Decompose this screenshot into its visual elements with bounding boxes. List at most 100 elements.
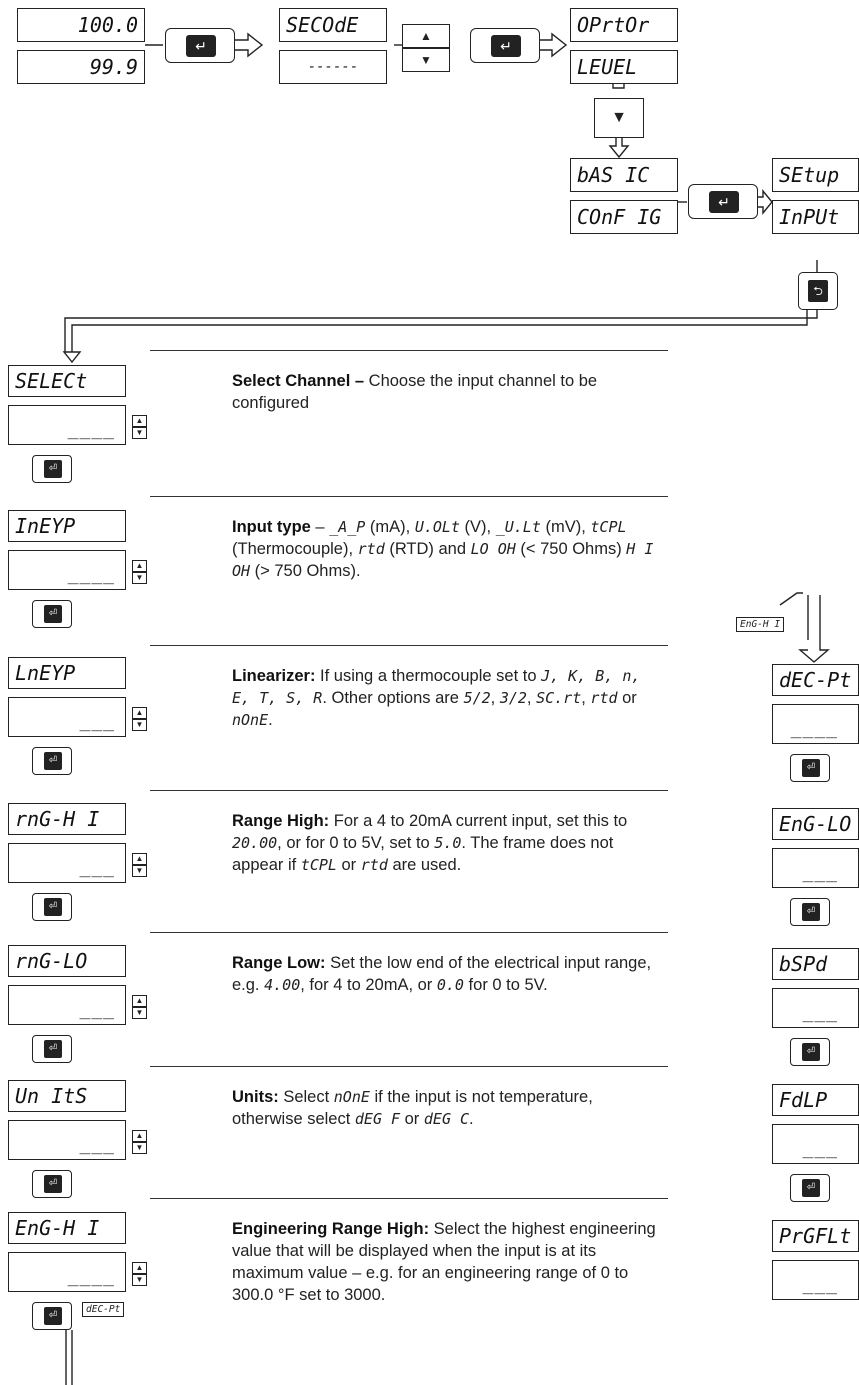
text: Select the highest engineering value tha…	[232, 1220, 656, 1304]
t: (mV),	[540, 518, 586, 536]
spin-up-button[interactable]: ▲	[132, 1262, 147, 1274]
value-dashes: ___	[802, 862, 838, 883]
down-button-2[interactable]: ▼	[594, 98, 644, 138]
spin-up-button[interactable]: ▲	[132, 1130, 147, 1142]
spin-down-button[interactable]: ▼	[132, 1274, 147, 1286]
advance-icon: ⏎	[44, 1040, 62, 1058]
advance-button[interactable]: ⏎	[32, 1170, 72, 1198]
title: Input type	[232, 518, 311, 536]
t: If using a thermocouple set to	[315, 667, 542, 685]
step-icon: ⮌	[808, 280, 828, 302]
spin-up-button[interactable]: ▲	[132, 995, 147, 1007]
code: _U.Lt	[495, 518, 541, 536]
desc-input-type: Input type – _A_P (mA), U.OLt (V), _U.Lt…	[232, 518, 654, 580]
desc-linearizer: Linearizer: If using a thermocouple set …	[232, 665, 662, 731]
title: Range Low:	[232, 954, 326, 972]
code: tCPL	[590, 518, 627, 536]
frame-code-display: LnEYP	[8, 657, 126, 689]
spin-down-button[interactable]: ▼	[132, 719, 147, 731]
advance-icon: ⏎	[44, 898, 62, 916]
enter-button-3[interactable]: ↵	[688, 184, 758, 219]
spin-down-button[interactable]: ▼	[132, 865, 147, 877]
code: SC.rt	[536, 689, 582, 707]
right-frame-value: ___	[772, 1260, 859, 1300]
frame-code-display: rnG-H I	[8, 803, 126, 835]
frame-value-display: ___	[8, 985, 126, 1025]
advance-icon: ⏎	[44, 605, 62, 623]
code: U.OLt	[414, 518, 460, 536]
frame-code-display: SELECt	[8, 365, 126, 397]
down-button[interactable]: ▼	[402, 48, 450, 72]
t: (V),	[459, 518, 496, 536]
t: (Thermocouple),	[232, 540, 358, 558]
t: .	[268, 711, 273, 729]
advance-button[interactable]: ⏎	[32, 1302, 72, 1330]
display-operator: OPrtOr	[570, 8, 678, 42]
t: . Other options are	[322, 689, 464, 707]
value-dashes: ____	[790, 718, 838, 739]
desc-units: Units: Select nOnE if the input is not t…	[232, 1086, 662, 1130]
title: Engineering Range High:	[232, 1220, 430, 1238]
value-dashes: ___	[79, 857, 115, 878]
t: ,	[526, 689, 537, 707]
right-frame-value: ___	[772, 848, 859, 888]
t: , or for 0 to 5V, set to	[277, 834, 435, 852]
code: rtd	[360, 856, 388, 874]
t: or	[336, 856, 361, 874]
spin-down-button[interactable]: ▼	[132, 1007, 147, 1019]
text: Choose the input channel to be configure…	[232, 372, 598, 412]
code: 5/2	[463, 689, 491, 707]
t: Select	[278, 1088, 334, 1106]
advance-button[interactable]: ⏎	[790, 898, 830, 926]
advance-icon: ⏎	[44, 752, 62, 770]
advance-button[interactable]: ⏎	[32, 455, 72, 483]
rule	[150, 350, 668, 351]
right-frame-code: dEC-Pt	[772, 664, 859, 696]
t: are used.	[387, 856, 462, 874]
advance-button[interactable]: ⏎	[32, 893, 72, 921]
spin-up-button[interactable]: ▲	[132, 707, 147, 719]
spin-down-button[interactable]: ▼	[132, 1142, 147, 1154]
enter-button-1[interactable]: ↵	[165, 28, 235, 63]
value-dashes: ___	[802, 1002, 838, 1023]
t: ,	[490, 689, 500, 707]
code: H I OH	[232, 540, 654, 580]
code: 3/2	[499, 689, 527, 707]
t: (RTD) and	[384, 540, 471, 558]
code: tCPL	[300, 856, 337, 874]
spin-up-button[interactable]: ▲	[132, 560, 147, 572]
advance-button[interactable]: ⏎	[790, 1174, 830, 1202]
advance-button[interactable]: ⏎	[32, 747, 72, 775]
step-button[interactable]: ⮌	[798, 272, 838, 310]
title: Units:	[232, 1088, 279, 1106]
up-button[interactable]: ▲	[402, 24, 450, 48]
advance-button[interactable]: ⏎	[32, 1035, 72, 1063]
code: dEG F	[354, 1110, 401, 1128]
frame-value-display: ____	[8, 550, 126, 590]
t: . The frame does not appear if	[232, 834, 614, 874]
advance-button[interactable]: ⏎	[32, 600, 72, 628]
code: 0.0	[436, 976, 464, 994]
t: For a 4 to 20mA current input, set this …	[329, 812, 628, 830]
value-dashes: ____	[67, 419, 115, 440]
advance-button[interactable]: ⏎	[790, 1038, 830, 1066]
frame-code-display: InEYP	[8, 510, 126, 542]
enter-button-2[interactable]: ↵	[470, 28, 540, 63]
code: 20.00	[232, 834, 278, 852]
desc-select-channel: Select Channel – Choose the input channe…	[232, 370, 662, 414]
display-config: COnF IG	[570, 200, 678, 234]
t: (< 750 Ohms)	[520, 540, 627, 558]
spin-down-button[interactable]: ▼	[132, 427, 147, 439]
spin-up-button[interactable]: ▲	[132, 415, 147, 427]
advance-button[interactable]: ⏎	[790, 754, 830, 782]
spin-up-button[interactable]: ▲	[132, 853, 147, 865]
rule	[150, 1198, 668, 1199]
link-dec-pt: dEC-Pt	[82, 1302, 125, 1317]
advance-icon: ⏎	[802, 1179, 820, 1197]
value-dashes: ____	[67, 564, 115, 585]
code: 5.0	[434, 834, 462, 852]
display-basic: bAS IC	[570, 158, 678, 192]
right-frame-value: ___	[772, 988, 859, 1028]
t: (mA),	[365, 518, 415, 536]
spin-down-button[interactable]: ▼	[132, 572, 147, 584]
